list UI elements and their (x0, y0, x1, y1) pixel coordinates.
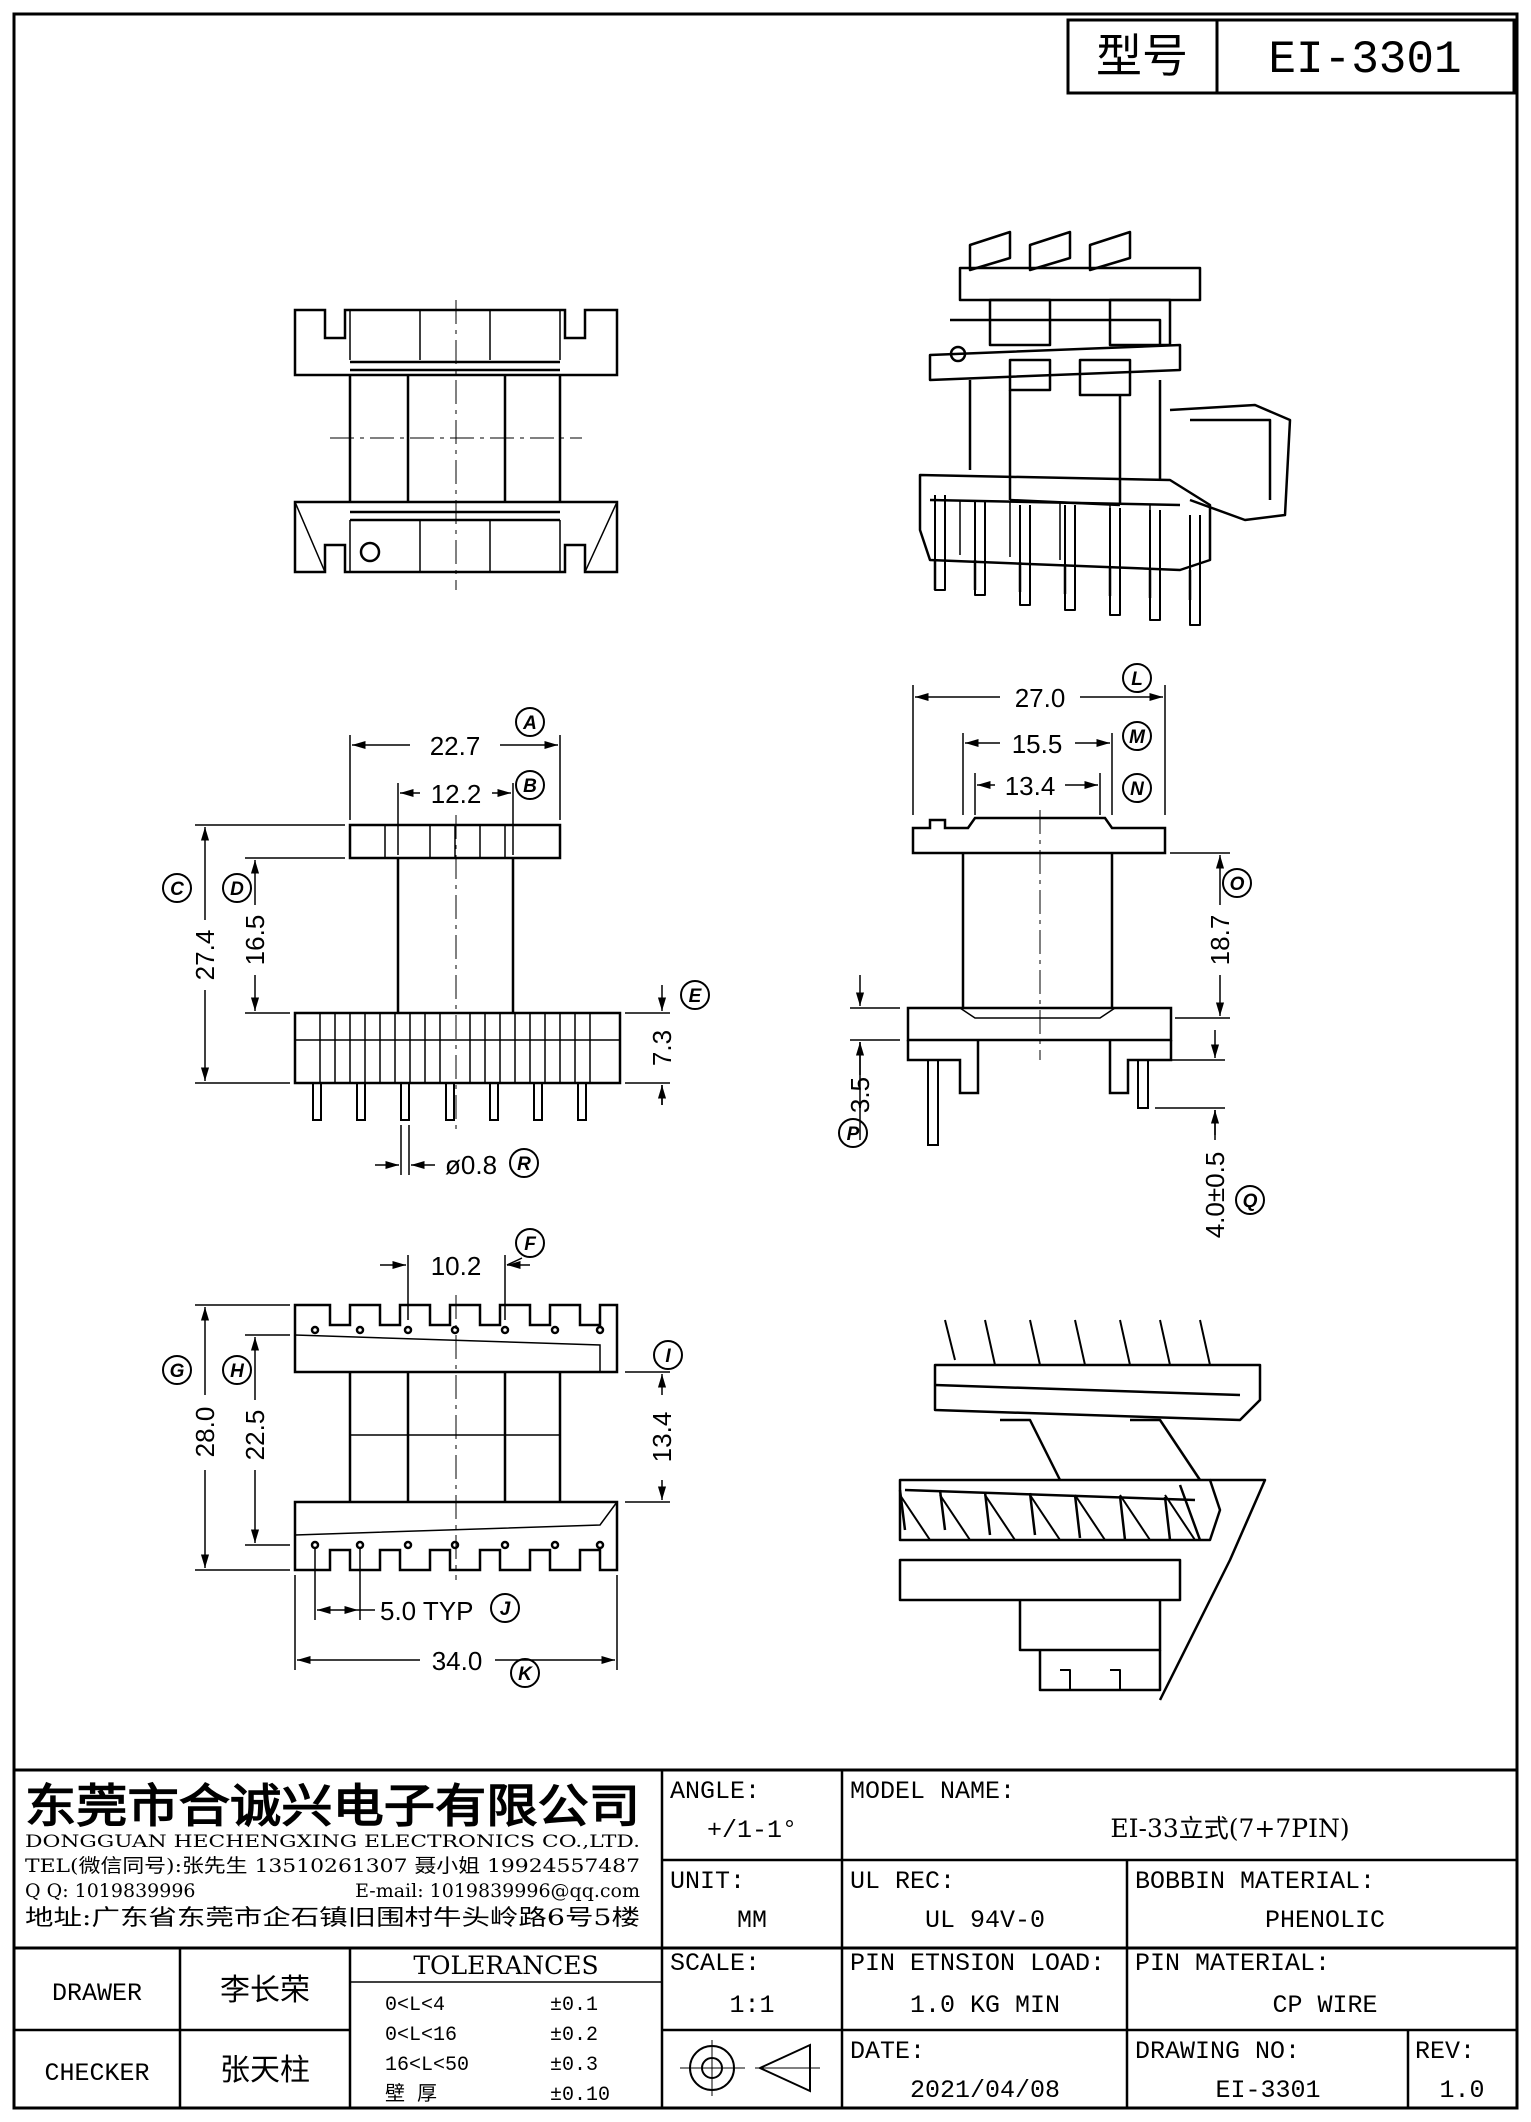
company-tel: TEL(微信同号):张先生 13510261307 聂小姐 1992455748… (25, 1855, 640, 1877)
callout-a: A (522, 713, 537, 734)
isometric-top-drawing (918, 230, 1292, 626)
dim-r: ø0.8 (445, 1150, 497, 1180)
tolerance-range-3: 16<L<50 (385, 2054, 469, 2077)
dim-d: 16.5 (240, 915, 270, 966)
company-info: 东莞市合诚兴电子有限公司 DONGGUAN HECHENGXING ELECTR… (25, 1779, 640, 1931)
callout-circles (162, 663, 1265, 1688)
pin-material-label: PIN MATERIAL: (1135, 1949, 1330, 1978)
callout-m: M (1129, 727, 1146, 748)
callout-o: O (1230, 874, 1245, 895)
callout-r: R (517, 1154, 531, 1175)
dim-n: 13.4 (1005, 771, 1056, 801)
drawing-no-value: EI-3301 (1215, 2076, 1320, 2105)
callout-e: E (689, 986, 703, 1007)
callout-q: Q (1243, 1191, 1258, 1212)
tolerance-value-2: ±0.2 (550, 2024, 598, 2047)
model-value: EI-3301 (1268, 34, 1461, 86)
tolerances-label: TOLERANCES (413, 1951, 598, 1980)
angle-label: ANGLE: (670, 1777, 760, 1806)
model-label: 型号 (1096, 29, 1188, 83)
ul-rec-value: UL 94V-0 (925, 1906, 1045, 1935)
isometric-bottom-drawing (898, 1319, 1267, 1701)
company-name-cn: 东莞市合诚兴电子有限公司 (25, 1779, 640, 1833)
dim-m: 15.5 (1012, 729, 1063, 759)
company-name-en: DONGGUAN HECHENGXING ELECTRONICS CO.,LTD… (25, 1832, 640, 1852)
dimension-texts: 22.7 12.2 27.4 16.5 7.3 ø0.8 27.0 15.5 1… (190, 683, 1235, 1676)
dim-c: 27.4 (190, 930, 220, 981)
dim-a: 22.7 (430, 731, 481, 761)
checker-value: 张天柱 (220, 2053, 310, 2088)
callout-n: N (1130, 779, 1145, 800)
unit-label: UNIT: (670, 1867, 745, 1896)
callout-k: K (518, 1664, 533, 1685)
dim-e: 7.3 (647, 1030, 677, 1066)
tolerance-value-3: ±0.3 (550, 2054, 598, 2077)
bobbin-material-value: PHENOLIC (1265, 1906, 1385, 1935)
callout-l: L (1131, 669, 1143, 690)
date-value: 2021/04/08 (910, 2076, 1060, 2105)
callout-g: G (170, 1361, 185, 1382)
drawer-value: 李长荣 (220, 1973, 310, 2008)
model-name-label: MODEL NAME: (850, 1777, 1015, 1806)
callout-c: C (170, 879, 184, 900)
callout-letters: A B C D E R L M N O P Q F G H I J K (170, 669, 1258, 1685)
pin-material-value: CP WIRE (1272, 1991, 1377, 2020)
dim-f: 10.2 (431, 1251, 482, 1281)
checker-label: CHECKER (44, 2059, 149, 2088)
callout-f: F (524, 1234, 537, 1255)
title-block-fields: ANGLE: +/1-1° UNIT: MM SCALE: 1:1 MODEL … (44, 1777, 1484, 2107)
callout-h: H (230, 1361, 245, 1382)
callout-j: J (500, 1599, 511, 1620)
company-address: 地址:广东省东莞市企石镇旧围村牛头岭路6号5楼 (25, 1906, 640, 1931)
pin-tension-label: PIN ETNSION LOAD: (850, 1949, 1105, 1978)
side-view-drawing (906, 810, 1173, 1146)
callout-i: I (665, 1346, 671, 1367)
dim-k: 34.0 (432, 1646, 483, 1676)
drawer-label: DRAWER (52, 1979, 142, 2008)
tolerance-range-2: 0<L<16 (385, 2024, 457, 2047)
dim-q: 4.0±0.5 (1200, 1152, 1230, 1239)
company-email: E-mail: 1019839996@qq.com (355, 1880, 640, 1902)
callout-d: D (230, 879, 244, 900)
dim-j: 5.0 TYP (380, 1596, 473, 1626)
dim-p: 3.5 (845, 1077, 875, 1113)
front-view-drawing (293, 815, 622, 1135)
drawing-no-label: DRAWING NO: (1135, 2037, 1300, 2066)
scale-label: SCALE: (670, 1949, 760, 1978)
callout-p: P (847, 1124, 860, 1145)
tolerance-value-4: ±0.10 (550, 2084, 610, 2107)
model-header-box: 型号 EI-3301 (1066, 18, 1516, 95)
rev-label: REV: (1415, 2037, 1475, 2066)
callout-b: B (523, 776, 537, 797)
dim-b: 12.2 (431, 779, 482, 809)
date-label: DATE: (850, 2037, 925, 2066)
model-name-value: EI-33立式(7+7PIN) (1110, 1814, 1349, 1843)
unit-value: MM (737, 1906, 767, 1935)
ul-rec-label: UL REC: (850, 1867, 955, 1896)
company-qq: Q Q: 1019839996 (25, 1880, 196, 1902)
scale-value: 1:1 (729, 1991, 774, 2020)
dim-o: 18.7 (1205, 915, 1235, 966)
dim-h: 22.5 (240, 1410, 270, 1461)
bobbin-material-label: BOBBIN MATERIAL: (1135, 1867, 1375, 1896)
sheet-border (12, 12, 1519, 2110)
projection-symbol-icon (680, 2040, 820, 2096)
rev-value: 1.0 (1439, 2076, 1484, 2105)
pin-tension-value: 1.0 KG MIN (910, 1991, 1060, 2020)
dimension-lines (195, 685, 1230, 1670)
dim-l: 27.0 (1015, 683, 1066, 713)
top-view-drawing (293, 300, 619, 590)
tolerance-range-1: 0<L<4 (385, 1994, 445, 2017)
bottom-view-drawing (293, 1295, 619, 1580)
dim-g: 28.0 (190, 1407, 220, 1458)
dim-i: 13.4 (647, 1412, 677, 1463)
title-block-grid (14, 1768, 1517, 2108)
tolerance-range-4: 壁 厚 (385, 2082, 437, 2107)
tolerance-value-1: ±0.1 (550, 1994, 598, 2017)
angle-value: +/1-1° (707, 1816, 797, 1845)
